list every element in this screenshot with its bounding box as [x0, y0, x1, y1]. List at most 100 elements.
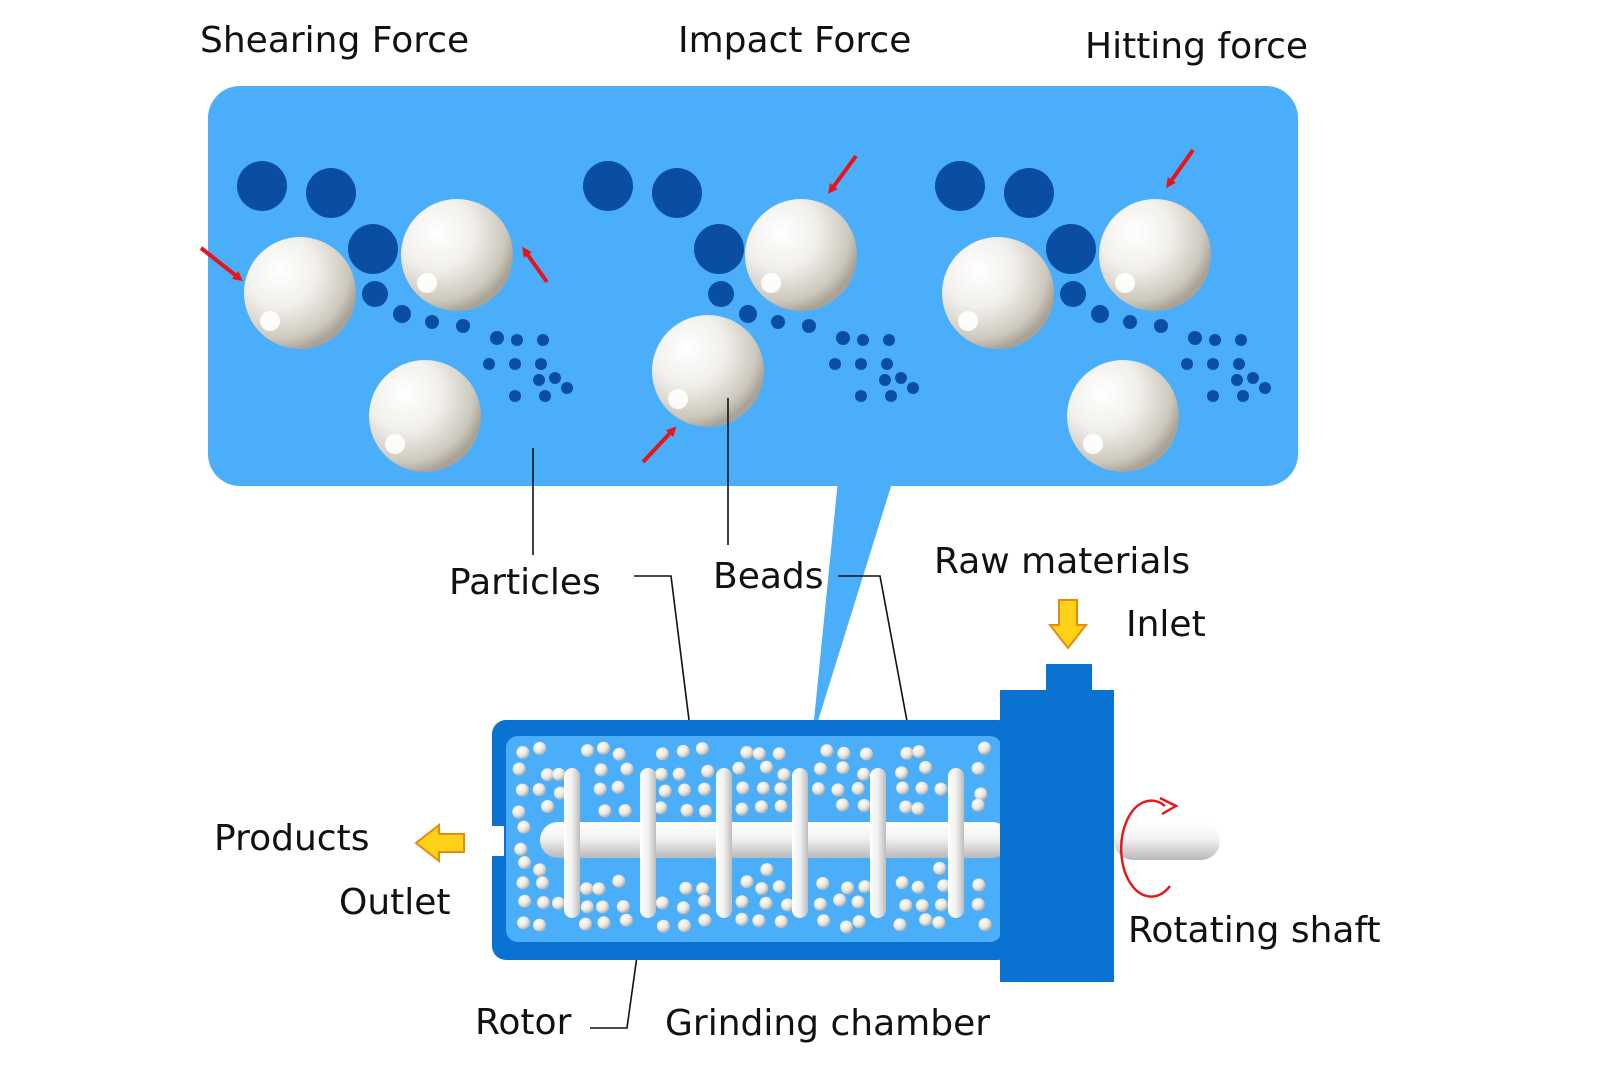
- grinding-bead: [911, 802, 925, 816]
- particle: [885, 390, 897, 402]
- particle: [857, 334, 869, 346]
- grinding-bead: [836, 798, 850, 812]
- grinding-bead: [899, 899, 913, 912]
- particle: [306, 168, 356, 218]
- grinding-bead: [915, 899, 929, 913]
- grinding-bead: [978, 918, 992, 931]
- grinding-bead: [537, 896, 550, 910]
- particle: [771, 315, 785, 329]
- grinding-bead: [679, 881, 693, 895]
- grinding-bead: [655, 896, 669, 910]
- grinding-bead: [695, 742, 709, 756]
- particle: [895, 372, 907, 384]
- grinding-bead: [698, 913, 712, 927]
- grinding-bead: [820, 744, 834, 758]
- grinding-bead: [735, 802, 749, 816]
- grinding-bead: [736, 781, 750, 795]
- particle: [855, 390, 867, 402]
- grinding-bead: [839, 920, 853, 934]
- force-arrow-icon: [828, 154, 858, 195]
- particle: [362, 281, 388, 307]
- particle: [694, 224, 744, 274]
- particle: [652, 168, 702, 218]
- particle: [881, 358, 893, 370]
- grinding-bead: [612, 747, 626, 761]
- particle: [1091, 305, 1109, 323]
- grinding-bead: [552, 896, 565, 910]
- force-arrow-icon: [1166, 148, 1195, 189]
- inlet-arrow-icon: [1047, 599, 1089, 650]
- particle: [907, 382, 919, 394]
- raw-materials-label: Raw materials: [934, 541, 1190, 582]
- grinding-bead: [919, 913, 933, 927]
- grinding-bead: [676, 744, 690, 758]
- particle: [1259, 382, 1271, 394]
- grinding-bead: [597, 741, 610, 755]
- rotating-shaft-label: Rotating shaft: [1128, 910, 1381, 951]
- grinding-bead: [616, 900, 630, 914]
- grinding-bead: [851, 782, 865, 795]
- grinding-bead: [756, 781, 770, 795]
- grinding-bead: [592, 882, 606, 896]
- grinding-bead: [911, 880, 925, 894]
- grinding-bead: [772, 747, 786, 761]
- grinding-bead: [893, 918, 907, 932]
- grinding-bead: [580, 882, 594, 896]
- outlet-label: Outlet: [339, 882, 451, 923]
- force-arrow-icon: [199, 246, 243, 282]
- grinding-bead: [699, 804, 712, 818]
- particle: [1046, 224, 1096, 274]
- particle: [1207, 358, 1219, 370]
- grinding-bead: [516, 746, 530, 759]
- rotor-disc: [716, 768, 732, 918]
- grinding-bead: [517, 916, 531, 930]
- bead: [1067, 360, 1179, 472]
- bead-highlight: [761, 273, 781, 293]
- grinding-bead: [533, 741, 547, 755]
- grinding-bead: [553, 786, 567, 800]
- force-cluster: [935, 148, 1271, 472]
- force-cluster: [583, 154, 919, 464]
- grinding-bead: [932, 916, 946, 930]
- grinding-bead: [533, 863, 547, 877]
- grinding-bead: [933, 861, 947, 875]
- particle: [561, 382, 573, 394]
- grinding-bead: [678, 783, 692, 797]
- grinding-bead: [740, 875, 754, 889]
- particle: [1233, 358, 1245, 370]
- particle: [509, 390, 521, 402]
- bead-highlight: [958, 311, 978, 331]
- bead-highlight: [260, 311, 280, 331]
- grinding-bead: [896, 781, 910, 795]
- grinding-bead: [515, 783, 529, 797]
- rotor-disc: [640, 768, 656, 918]
- grinding-bead: [777, 768, 791, 782]
- particle: [1247, 372, 1259, 384]
- inlet-label: Inlet: [1126, 604, 1206, 645]
- grinding-bead: [581, 744, 595, 758]
- rotation-arrow-icon: [1119, 796, 1179, 898]
- grinding-bead: [618, 804, 632, 818]
- force-arrow-icon: [522, 246, 549, 284]
- particle: [348, 224, 398, 274]
- grinding-bead: [895, 876, 909, 890]
- beads-label: Beads: [713, 556, 824, 597]
- grinding-bead: [654, 767, 668, 781]
- grinding-bead: [619, 913, 633, 927]
- particle: [855, 358, 867, 370]
- impact-force-label: Impact Force: [678, 20, 911, 61]
- grinding-bead: [852, 915, 866, 929]
- grinding-bead: [698, 782, 711, 796]
- grinding-bead: [971, 898, 985, 911]
- grinding-bead: [656, 919, 670, 933]
- grinding-bead: [696, 882, 710, 896]
- grinding-bead: [656, 747, 669, 761]
- bead: [745, 199, 857, 311]
- bead: [401, 199, 513, 311]
- grinding-bead: [533, 918, 546, 932]
- particle: [1154, 319, 1168, 333]
- grinding-bead: [899, 800, 913, 814]
- grinding-bead: [895, 766, 909, 780]
- grinding-bead: [755, 800, 768, 814]
